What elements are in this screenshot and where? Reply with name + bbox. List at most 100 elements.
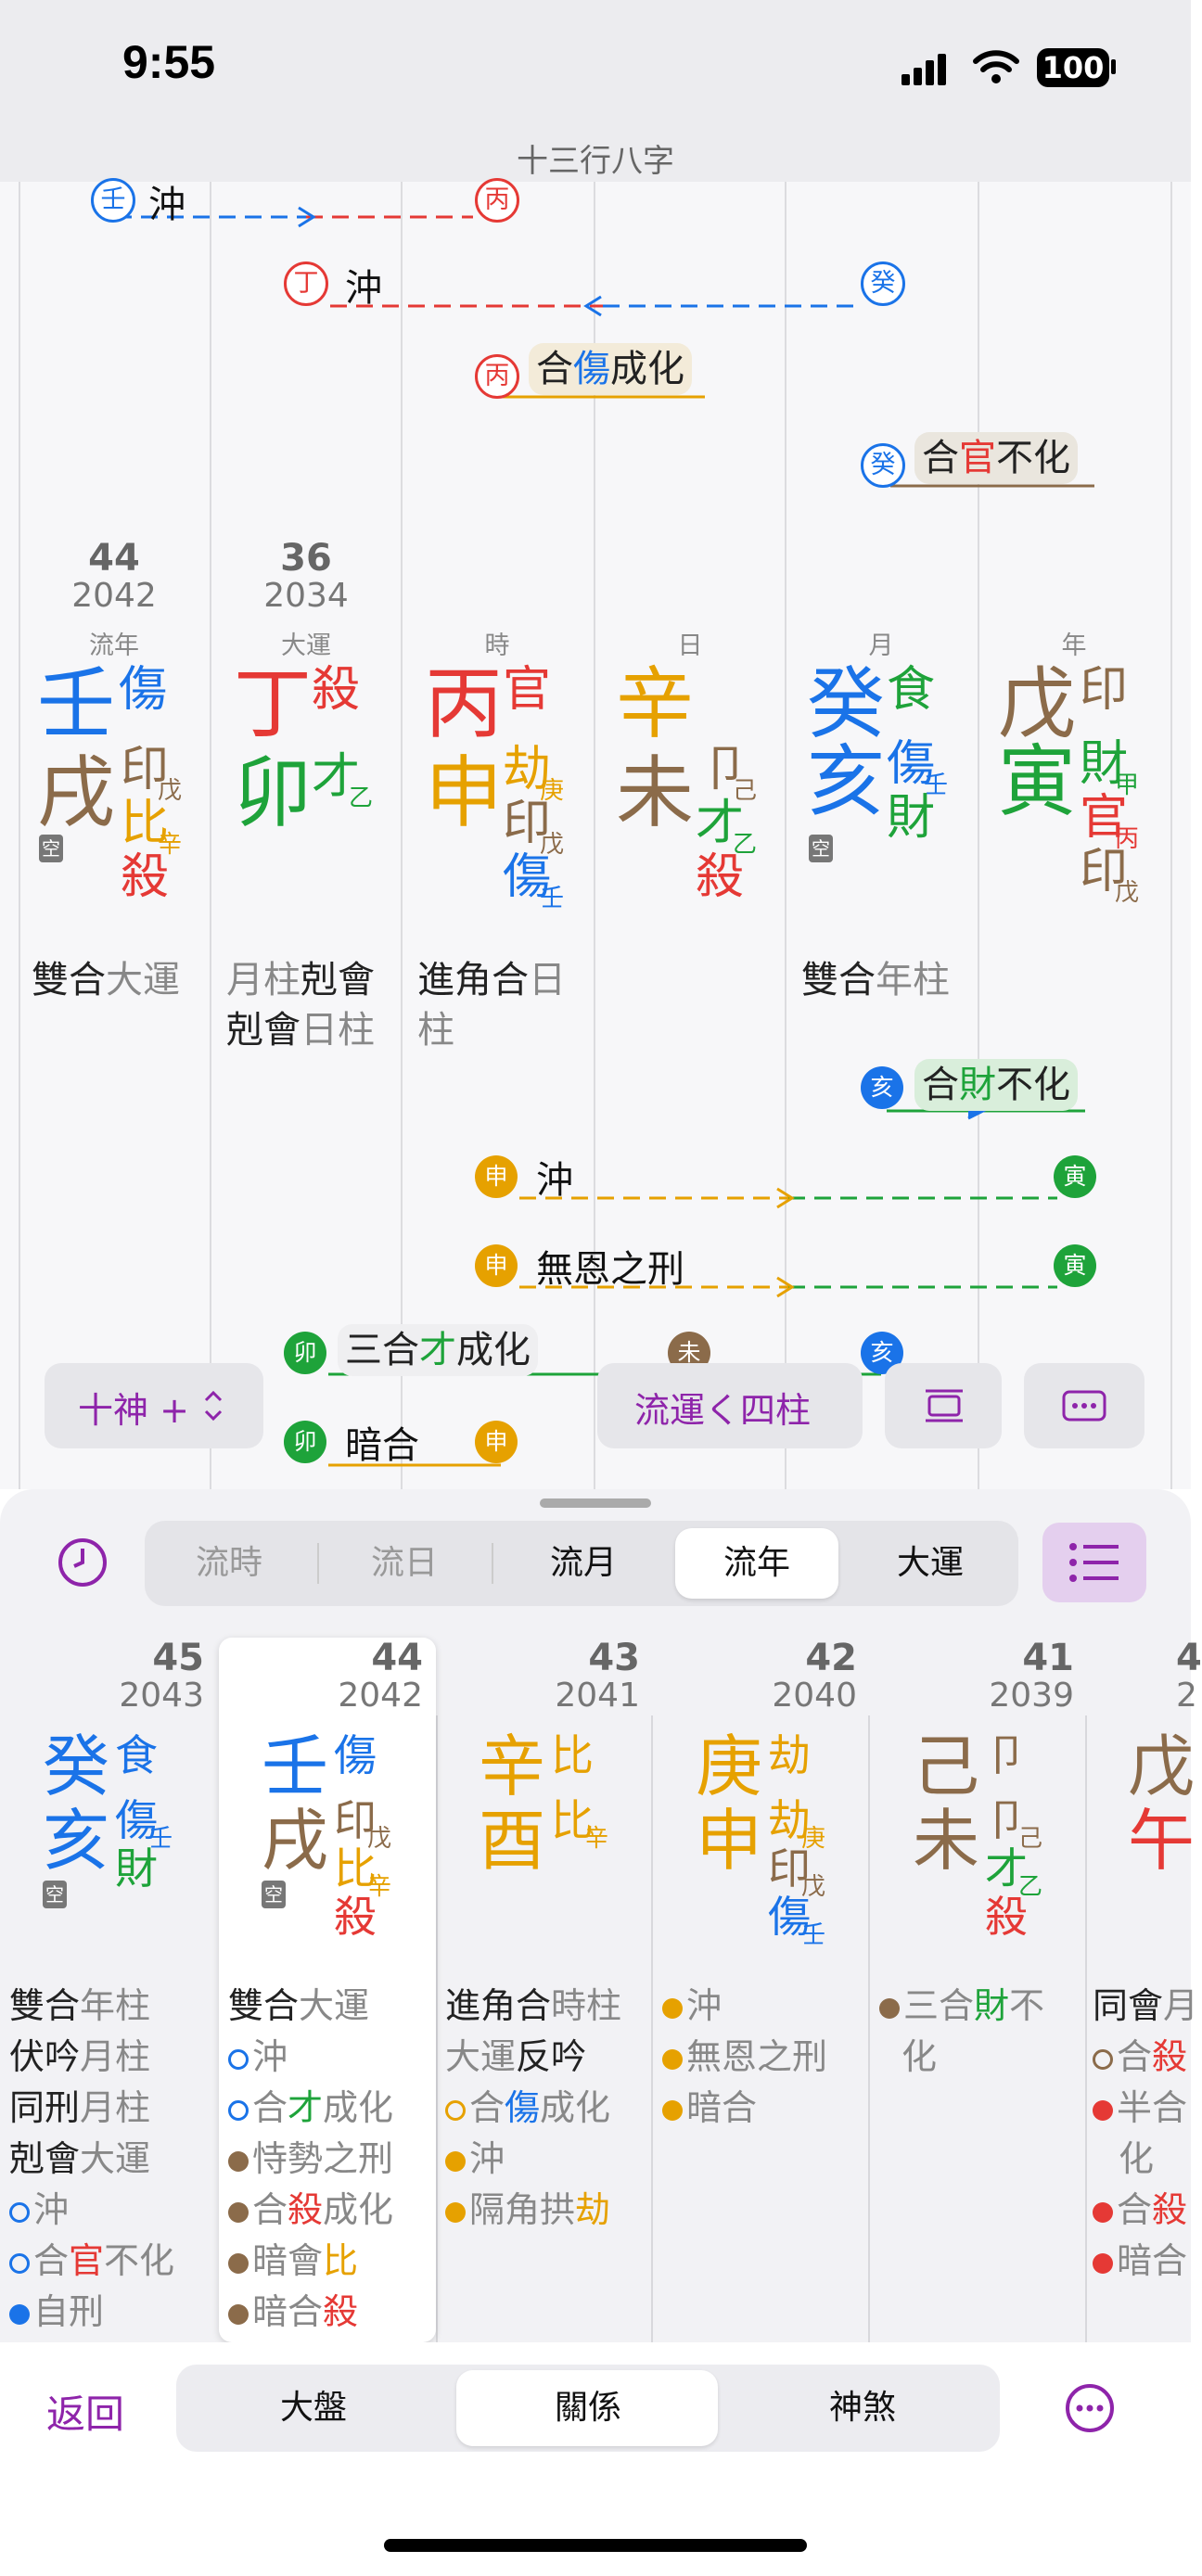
battery-level: 100 bbox=[1042, 50, 1105, 85]
hidden-god: 劫 bbox=[768, 1795, 811, 1845]
year-note: 同刑月柱 bbox=[9, 2087, 151, 2128]
more-options-button[interactable] bbox=[1024, 1363, 1144, 1448]
year-age: 41 bbox=[1022, 1637, 1074, 1679]
hidden-god: 才 bbox=[696, 796, 745, 851]
year-note: 自刑 bbox=[9, 2287, 104, 2338]
flow-year-card[interactable]: 43 2041 辛 比 酉 比 辛 進角合時柱 大運反吟 合傷成化 沖 隔角拱劫 bbox=[436, 1638, 653, 2342]
flow-year-card[interactable]: 41 2039 己 卩 未 卩 己 才 乙 殺 三合財不 化 bbox=[870, 1638, 1087, 2342]
pillar-year: 2042 bbox=[71, 577, 157, 615]
status-bar: 9:55 100 十三行八字 bbox=[0, 0, 1191, 182]
heavenly-stem: 辛 bbox=[616, 658, 695, 749]
branch-badge-mao: 卯 bbox=[284, 1421, 326, 1463]
pillar-type: 日 bbox=[677, 631, 703, 660]
stem-god: 傷 bbox=[334, 1730, 377, 1780]
hidden-god: 印 bbox=[121, 742, 170, 797]
earthly-branch: 卯 bbox=[234, 747, 313, 838]
stem-god: 卩 bbox=[985, 1730, 1028, 1780]
tab-main-chart[interactable]: 大盤 bbox=[279, 2389, 347, 2427]
pillar-note: 雙合大運 bbox=[32, 959, 180, 1001]
heavenly-stem: 庚 bbox=[696, 1728, 763, 1805]
flow-year-card[interactable]: 42 2040 庚 劫 申 劫 庚 印 戊 傷 壬 沖 無恩之刑 暗合 bbox=[653, 1638, 870, 2342]
hidden-god: 比 bbox=[334, 1843, 377, 1894]
heavenly-stem: 丁 bbox=[234, 658, 313, 749]
heavenly-stem: 戊 bbox=[998, 658, 1077, 749]
back-button[interactable]: 返回 bbox=[46, 2391, 125, 2437]
year-note: 合殺成化 bbox=[228, 2185, 393, 2236]
layout-button[interactable] bbox=[885, 1363, 1002, 1448]
battery-tip bbox=[1111, 59, 1116, 74]
tab-flow-year[interactable]: 流年 bbox=[722, 1544, 790, 1582]
branch-badge-shen: 申 bbox=[475, 1155, 518, 1198]
bazi-chart: 壬 沖 丙 丁 沖 癸 丙 合傷成化 癸 合官不化 44 2042 流年 壬 傷… bbox=[0, 178, 1191, 1489]
year-note: 化 bbox=[1119, 2138, 1155, 2179]
sheet-grabber[interactable] bbox=[540, 1498, 651, 1508]
tab-flow-month[interactable]: 流月 bbox=[549, 1544, 617, 1582]
earthly-branch: 未 bbox=[913, 1802, 980, 1880]
hidden-god: 殺 bbox=[985, 1892, 1028, 1942]
flow-year-card[interactable]: 45 2043 癸 食 亥 空 傷 壬 財 雙合年柱 伏吟月柱 同刑月柱 剋會大… bbox=[0, 1638, 217, 2342]
heavenly-stem: 丙 bbox=[425, 658, 504, 749]
earthly-branch: 亥 bbox=[43, 1802, 110, 1880]
stem-god: 印 bbox=[1080, 662, 1129, 718]
stem-god: 食 bbox=[115, 1730, 158, 1780]
flow-years-sheet: 流時 流日 流月 流年 大運 45 2043 癸 食 亥 空 傷 壬 財 雙合年… bbox=[0, 1489, 1202, 2342]
signal-icon bbox=[902, 54, 948, 85]
hidden-god: 才 bbox=[312, 749, 361, 805]
wifi-icon bbox=[973, 50, 1019, 83]
heavenly-stem: 壬 bbox=[37, 658, 116, 749]
flow-year-card-selected[interactable]: 44 2042 壬 傷 戌 空 印 戊 比 辛 殺 雙合大運 沖 合才成化 恃勢… bbox=[219, 1638, 436, 2342]
hidden-god: 傷 bbox=[503, 849, 552, 905]
tab-relations[interactable]: 關係 bbox=[554, 2389, 621, 2427]
chevron-updown-icon bbox=[204, 1390, 223, 1422]
hidden-god: 印 bbox=[503, 796, 552, 851]
clock-icon[interactable] bbox=[56, 1536, 109, 1589]
hidden-god: 印 bbox=[768, 1843, 811, 1894]
earthly-branch: 戌 bbox=[37, 747, 116, 838]
earthly-branch: 寅 bbox=[998, 736, 1077, 827]
year-note: 大運反吟 bbox=[445, 2036, 587, 2077]
year-age: 42 bbox=[805, 1637, 857, 1679]
hidden-god: 財 bbox=[887, 790, 936, 846]
year-number: 2040 bbox=[772, 1677, 857, 1715]
branch-badge-mao: 卯 bbox=[284, 1332, 326, 1374]
year-note: 暗合 bbox=[662, 2083, 757, 2134]
year-note: 沖 bbox=[9, 2185, 69, 2236]
relation-combine-label: 合財不化 bbox=[914, 1059, 1078, 1111]
page-title: 十三行八字 bbox=[517, 143, 674, 180]
year-note: 隔角拱劫 bbox=[445, 2185, 610, 2236]
hidden-god: 殺 bbox=[334, 1892, 377, 1942]
year-note: 剋會大運 bbox=[9, 2138, 151, 2179]
year-note: 合官不化 bbox=[9, 2236, 174, 2287]
flow-year-card[interactable]: 4 2 戊 午 同會月 合殺 半合 化 合殺 暗合 bbox=[1087, 1638, 1202, 2342]
liuyun-toggle-button[interactable]: 流運く四柱 bbox=[597, 1363, 863, 1448]
hidden-god: 殺 bbox=[696, 849, 745, 905]
heavenly-stem: 己 bbox=[913, 1728, 980, 1805]
bottom-tab-bar: 返回 大盤 關係 神煞 bbox=[0, 2342, 1191, 2576]
more-icon[interactable] bbox=[1063, 2381, 1117, 2435]
pillar-type: 月 bbox=[868, 631, 894, 660]
list-view-button[interactable] bbox=[1042, 1523, 1146, 1602]
heavenly-stem: 癸 bbox=[43, 1728, 110, 1805]
year-note: 雙合年柱 bbox=[9, 1985, 151, 2026]
hidden-god: 卩 bbox=[701, 742, 750, 797]
tab-stars[interactable]: 神煞 bbox=[828, 2389, 896, 2427]
branch-badge-hai: 亥 bbox=[861, 1066, 903, 1109]
relation-combine-label: 合官不化 bbox=[914, 432, 1078, 484]
year-note: 無恩之刑 bbox=[662, 2032, 827, 2083]
stem-god: 官 bbox=[503, 662, 552, 718]
year-note: 合殺 bbox=[1093, 2185, 1187, 2236]
pillar-type: 大運 bbox=[281, 631, 331, 660]
shishen-toggle-button[interactable]: 十神 + bbox=[45, 1363, 263, 1448]
year-note: 合才成化 bbox=[228, 2083, 393, 2134]
branch-badge-shen: 申 bbox=[475, 1244, 518, 1287]
tab-major-luck[interactable]: 大運 bbox=[896, 1544, 964, 1582]
branch-badge-yin: 寅 bbox=[1054, 1155, 1096, 1198]
void-badge: 空 bbox=[39, 835, 63, 862]
year-note: 暗合 bbox=[1093, 2236, 1187, 2287]
relation-label: 暗合 bbox=[345, 1424, 419, 1467]
tab-flow-hour[interactable]: 流時 bbox=[195, 1544, 262, 1582]
hidden-god: 殺 bbox=[121, 849, 170, 905]
tab-flow-day[interactable]: 流日 bbox=[370, 1544, 438, 1582]
home-indicator bbox=[384, 2539, 807, 2552]
stem-badge-bing: 丙 bbox=[475, 354, 519, 399]
